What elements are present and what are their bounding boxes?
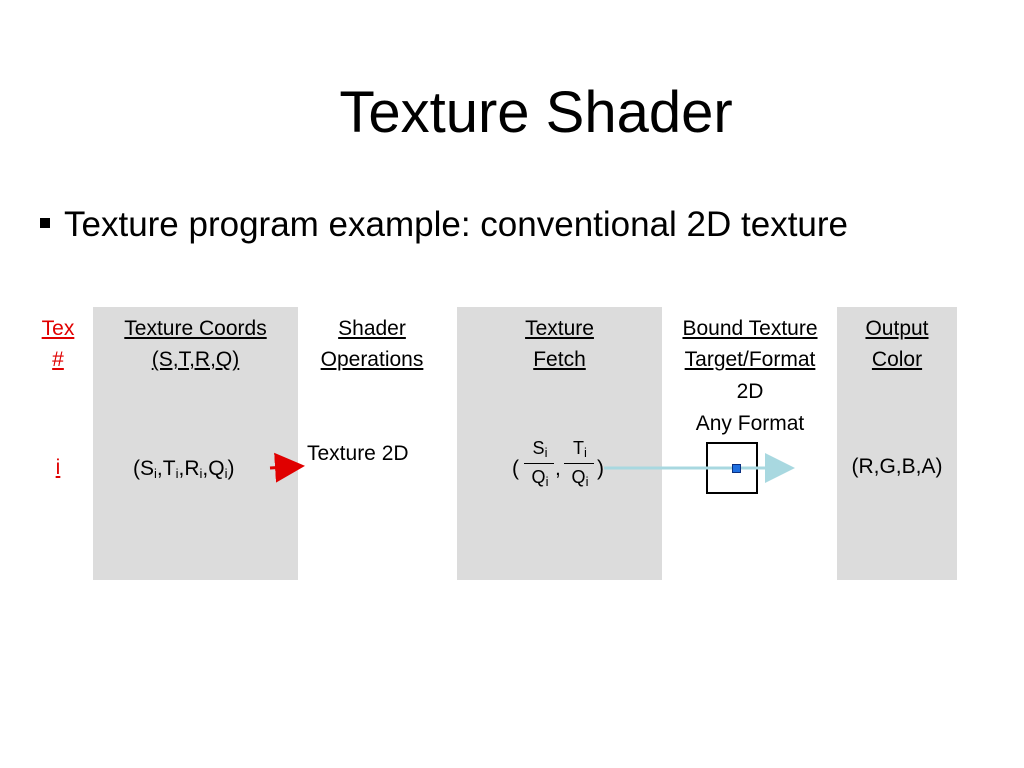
- header-texture-coords-line2: (S,T,R,Q): [151, 348, 240, 371]
- header-tex-number-line1: Tex: [41, 317, 75, 340]
- bound-format-label: Any Format: [695, 412, 805, 435]
- header-bound-texture-line1: Bound Texture: [682, 317, 818, 340]
- red-arrow: [269, 452, 305, 483]
- panel-output-color: [837, 307, 957, 580]
- header-output-color-line2: Color: [871, 348, 923, 371]
- header-output-color: Output Color: [837, 313, 957, 375]
- header-tex-number-line2: #: [52, 348, 64, 371]
- header-texture-fetch-line2: Fetch: [533, 348, 586, 371]
- header-bound-texture: Bound Texture Target/Format: [664, 313, 836, 375]
- texel-marker: [732, 464, 741, 473]
- bullet-item: Texture program example: conventional 2D…: [40, 202, 848, 248]
- shader-operation-label: Texture 2D: [307, 442, 409, 465]
- panel-texture-fetch: [457, 307, 662, 580]
- header-shader-operations-line1: Shader: [338, 317, 406, 340]
- header-output-color-line1: Output: [865, 317, 929, 340]
- slide-title: Texture Shader: [339, 80, 733, 145]
- header-shader-operations: Shader Operations: [302, 313, 442, 375]
- header-shader-operations-line2: Operations: [320, 348, 424, 371]
- header-bound-texture-line2: Target/Format: [684, 348, 816, 371]
- panel-texture-coords: [93, 307, 298, 580]
- row-index: i: [55, 456, 61, 479]
- square-bullet-icon: [40, 217, 50, 228]
- header-tex-number: Tex #: [36, 313, 80, 375]
- header-texture-coords: Texture Coords (S,T,R,Q): [95, 313, 296, 375]
- header-texture-fetch: Texture Fetch: [459, 313, 660, 375]
- bound-target-label: 2D: [736, 380, 764, 403]
- output-color-value: (R,G,B,A): [851, 455, 943, 478]
- bullet-text: Texture program example: conventional 2D…: [64, 205, 849, 244]
- texture-coords-value: (Si,Ti,Ri,Qi): [133, 457, 235, 481]
- header-texture-fetch-line1: Texture: [525, 317, 594, 340]
- header-texture-coords-line1: Texture Coords: [124, 317, 267, 340]
